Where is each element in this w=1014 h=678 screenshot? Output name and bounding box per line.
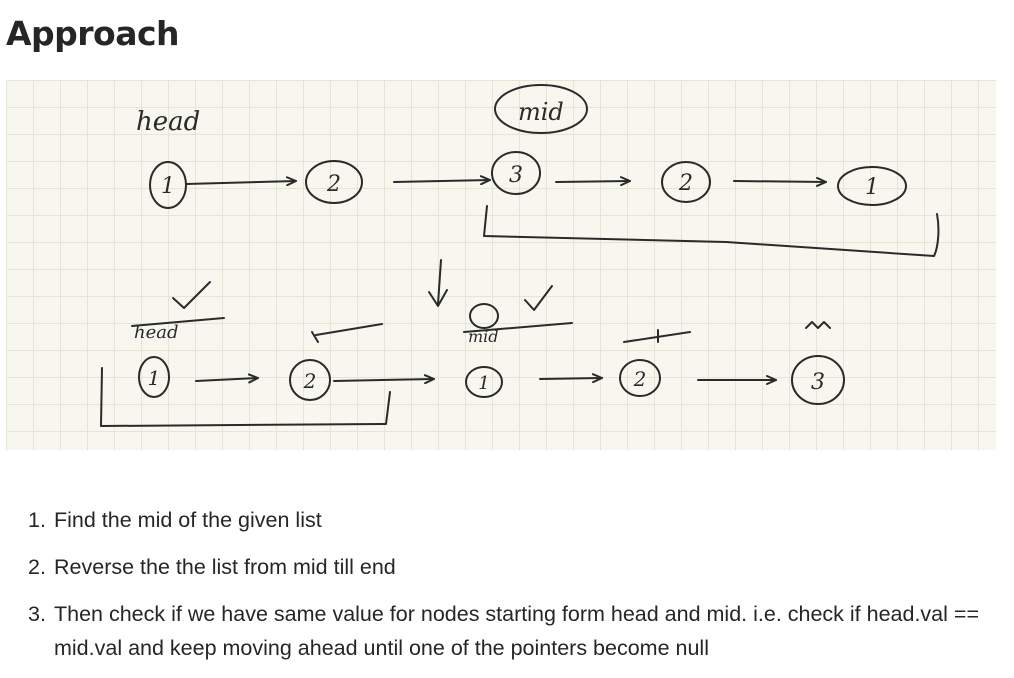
fourth-pointer-mark	[623, 329, 691, 343]
step-1: 1. Find the mid of the given list	[28, 503, 988, 537]
top-arrow-1	[185, 176, 297, 187]
second-pointer-mark	[311, 323, 383, 343]
bottom-node-2	[289, 359, 331, 401]
bottom-node-4	[619, 359, 661, 397]
top-mid-label: mid	[518, 98, 564, 126]
steps-list: 1. Find the mid of the given list 2. Rever…	[28, 503, 988, 678]
linked-list-sketch: head mid 1 2 3 2 1 head mid	[100, 84, 940, 427]
top-arrow-3	[555, 176, 631, 187]
top-node-2-value: 2	[326, 172, 341, 197]
head-strike	[131, 317, 225, 327]
mid-strike	[463, 322, 573, 333]
bottom-node-1-value: 1	[148, 366, 161, 390]
last-pointer-mark	[805, 321, 831, 329]
bottom-node-3-value: 1	[478, 373, 489, 394]
reverse-arrow	[428, 259, 448, 307]
bottom-arrow-3	[539, 373, 603, 384]
head-checkmark	[172, 281, 211, 309]
bottom-node-4-value: 2	[633, 367, 647, 391]
bottom-arrow-1	[195, 373, 259, 384]
mid-circle-mark	[494, 84, 588, 134]
step-2-number: 2.	[28, 555, 46, 579]
step-1-text: Find the mid of the given list	[54, 508, 322, 532]
top-node-5-value: 1	[865, 175, 879, 200]
top-node-5	[837, 166, 907, 206]
mid-checkmark	[524, 285, 553, 311]
top-node-3	[491, 151, 541, 195]
bottom-node-1	[138, 356, 170, 398]
second-half-bracket	[483, 205, 940, 257]
page-heading: Approach	[6, 14, 180, 53]
first-half-bracket	[100, 367, 391, 427]
top-node-2	[305, 160, 363, 204]
step-3-text: Then check if we have same value for nod…	[54, 602, 980, 660]
top-node-4	[661, 161, 711, 203]
bottom-node-3	[465, 366, 503, 398]
top-node-4-value: 2	[678, 171, 693, 196]
step-2-text: Reverse the the list from mid till end	[54, 555, 396, 579]
top-node-1-value: 1	[161, 174, 175, 199]
top-head-label: head	[136, 107, 200, 137]
bottom-node-2-value: 2	[303, 369, 317, 393]
top-arrow-4	[733, 176, 827, 187]
top-node-3-value: 3	[509, 163, 523, 188]
bottom-head-label: head	[134, 322, 179, 343]
bottom-arrow-2	[333, 374, 435, 385]
step-3: 3. Then check if we have same value for n…	[28, 597, 988, 665]
bottom-node-5-value: 3	[811, 370, 825, 395]
bottom-node-5	[791, 355, 845, 405]
top-arrow-2	[393, 175, 491, 186]
handwritten-diagram: head mid 1 2 3 2 1 head mid	[6, 80, 996, 450]
step-3-number: 3.	[28, 602, 46, 626]
step-1-number: 1.	[28, 508, 46, 532]
step-2: 2. Reverse the the list from mid till end	[28, 550, 988, 584]
mid-dot-mark	[469, 303, 499, 329]
